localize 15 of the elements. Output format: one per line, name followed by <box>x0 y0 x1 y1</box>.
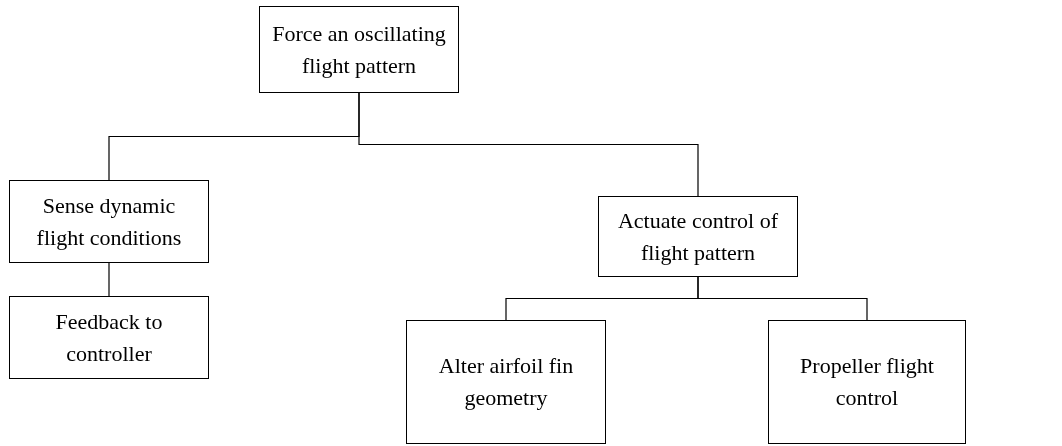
process-box <box>9 296 209 379</box>
connector-line <box>697 276 868 321</box>
connector-line <box>358 92 699 197</box>
node-label: Sense dynamic flight conditions <box>35 191 183 252</box>
node-label: Alter airfoil fin geometry <box>437 352 575 412</box>
node-label: Actuate control of flight pattern <box>616 206 780 267</box>
node-label: Force an oscillating flight pattern <box>272 19 446 80</box>
process-box <box>406 320 606 444</box>
process-box <box>768 320 966 444</box>
process-box <box>9 180 209 263</box>
node-label: Feedback to controller <box>54 307 164 368</box>
process-box <box>259 6 459 93</box>
connector-line <box>108 262 110 297</box>
process-box <box>598 196 798 277</box>
node-label: Propeller flight control <box>799 352 935 412</box>
